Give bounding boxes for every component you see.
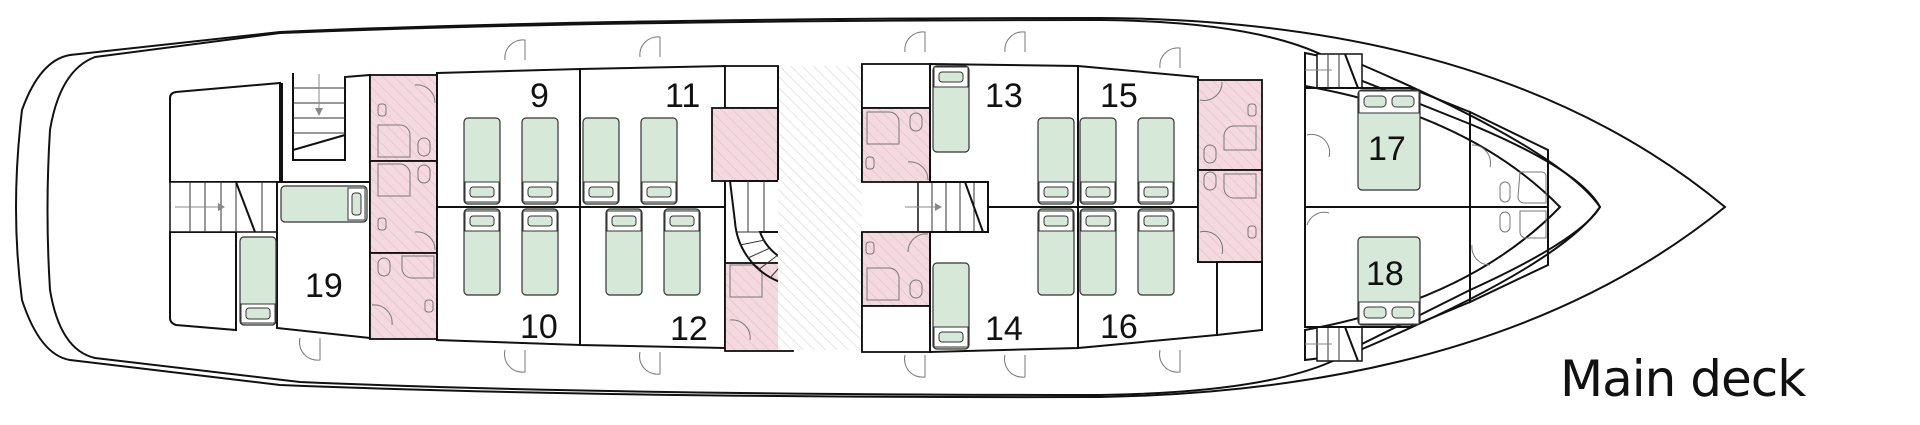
toilet-icon (1203, 171, 1217, 191)
toilet-icon (377, 257, 391, 277)
shower-icon (1223, 125, 1257, 151)
toilet-icon (909, 279, 923, 299)
cabin-18[interactable]: 18 (1304, 206, 1471, 328)
cabin-number: 11 (665, 77, 700, 115)
door-icon (504, 39, 526, 61)
sink-icon (424, 299, 434, 313)
door-icon (907, 233, 929, 253)
sink-icon (865, 156, 875, 170)
cabin-16[interactable]: 16 (1037, 206, 1218, 350)
stairs-icon (1305, 53, 1363, 89)
sink-icon (377, 217, 387, 231)
shower-icon (1517, 171, 1547, 204)
toilet-icon (417, 164, 431, 184)
door-icon (639, 36, 661, 58)
door-icon (729, 319, 751, 341)
shower-icon (377, 163, 411, 197)
door-icon (1306, 211, 1330, 226)
cabin-17[interactable]: 17 (1304, 87, 1471, 208)
cabin-number: 19 (305, 267, 343, 305)
shower-icon (1519, 210, 1547, 239)
stairs-icon (1305, 326, 1363, 362)
door-icon (1004, 31, 1026, 53)
cabin-9[interactable]: 9 (436, 67, 581, 208)
shower-icon (1223, 173, 1257, 199)
corridor (777, 64, 863, 350)
bathroom-14 (861, 231, 931, 353)
door-icon (1159, 47, 1181, 69)
toilet-icon (1203, 144, 1217, 164)
cabin-number: 17 (1368, 130, 1406, 168)
cabin-number: 12 (670, 310, 708, 348)
bed-icon (280, 185, 368, 223)
door-icon (1471, 244, 1491, 266)
deck-doors (299, 31, 1181, 378)
shower-icon (377, 124, 411, 158)
toilet-icon (1499, 181, 1511, 203)
cabin-number: 16 (1100, 308, 1138, 346)
door-icon (1306, 133, 1331, 158)
cabin-11[interactable]: 11 (579, 64, 726, 208)
door-icon (1471, 144, 1491, 168)
door-icon (1199, 81, 1223, 101)
shower-icon (866, 267, 900, 301)
bathroom-13 (861, 63, 931, 183)
stairs-icon (905, 181, 989, 233)
bed-icon (1357, 89, 1421, 191)
toilet-icon (417, 137, 431, 157)
cabin-number: 18 (1366, 255, 1404, 293)
arrow-icon (315, 108, 323, 116)
shower-icon (866, 111, 900, 145)
door-icon (904, 354, 926, 378)
cabin-14[interactable]: 14 (929, 206, 1079, 354)
door-icon (371, 304, 393, 326)
stairs-icon (281, 73, 371, 183)
sink-icon (1247, 103, 1257, 117)
door-icon (504, 349, 526, 373)
sink-icon (1247, 225, 1257, 239)
cabin-number: 13 (985, 77, 1023, 115)
bathroom-block-stern (369, 74, 438, 340)
deck-title: Main deck (1560, 350, 1806, 408)
toilet-icon (1499, 211, 1511, 233)
door-icon (299, 337, 321, 361)
shower-icon (401, 255, 435, 279)
arrow-icon (218, 203, 225, 211)
door-icon (907, 161, 929, 181)
arrow-icon (935, 203, 942, 211)
door-icon (1004, 354, 1026, 378)
cabin-number: 14 (985, 310, 1023, 348)
cabin-number: 10 (520, 308, 558, 346)
cabin-10[interactable]: 10 (436, 206, 581, 347)
bathroom-block-mid (1197, 79, 1263, 337)
door-icon (414, 84, 436, 104)
mid-utility (711, 65, 794, 352)
cabin-19[interactable]: 19 (239, 181, 371, 340)
door-icon (904, 31, 926, 53)
bed-icon (239, 236, 277, 326)
stairs-icon (169, 181, 278, 233)
door-icon (414, 231, 436, 251)
door-icon (1199, 230, 1224, 255)
bathroom-block-bow (1469, 110, 1549, 304)
cabin-12[interactable]: 12 (579, 206, 726, 350)
door-icon (639, 351, 661, 375)
cabin-number: 15 (1100, 77, 1138, 115)
door-icon (1159, 349, 1181, 373)
cabin-15[interactable]: 15 (1037, 64, 1199, 208)
cabin-number: 9 (530, 77, 549, 115)
toilet-icon (909, 112, 923, 132)
sink-icon (377, 103, 387, 117)
sink-icon (865, 241, 875, 255)
